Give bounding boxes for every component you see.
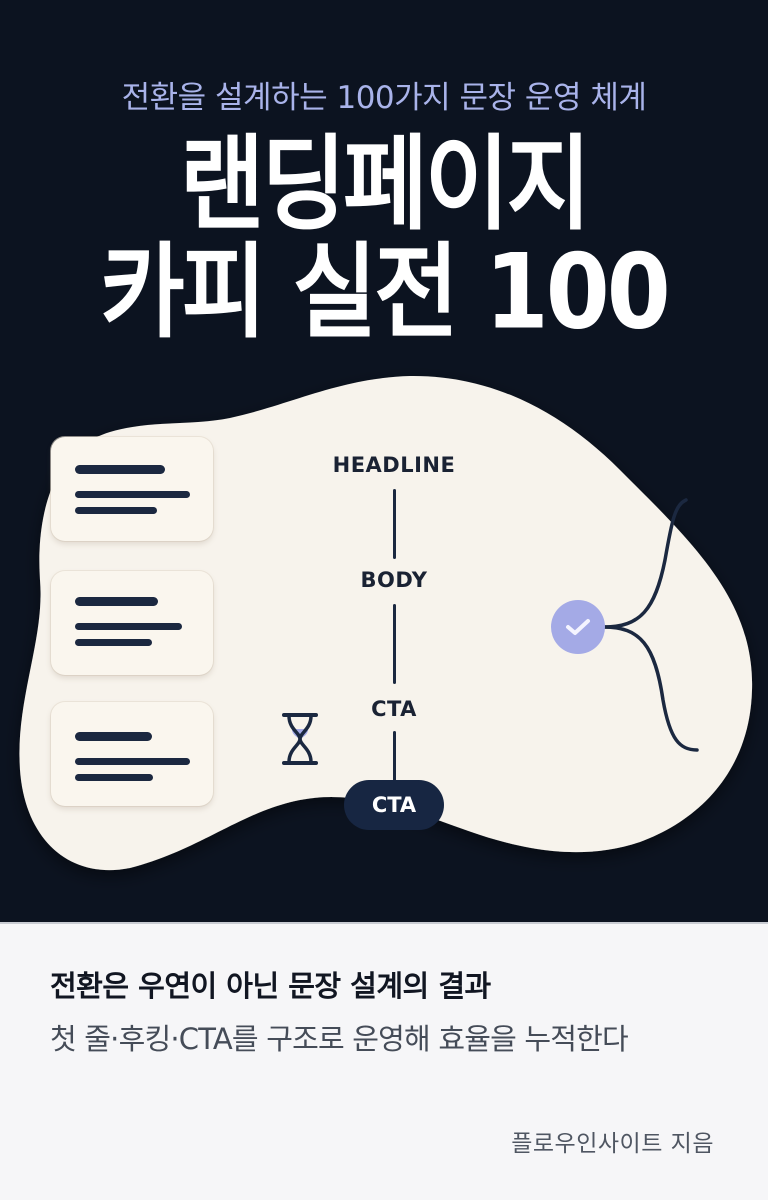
copy-card-1: [51, 437, 213, 541]
author-credit: 플로우인사이트 지음: [511, 1131, 714, 1157]
check-circle-icon: [551, 600, 605, 654]
card-text-line: [75, 597, 158, 606]
card-text-line: [75, 623, 182, 630]
card-text-line: [75, 758, 190, 765]
card-text-line: [75, 507, 157, 514]
cta-pill-label: CTA: [371, 793, 417, 817]
card-text-line: [75, 774, 153, 781]
cover-bottom-panel: [0, 922, 768, 1200]
flow-connector: [393, 604, 396, 684]
cover-title-line1: 랜딩페이지: [179, 124, 591, 245]
card-text-line: [75, 465, 165, 474]
flow-label-headline: HEADLINE: [332, 453, 456, 477]
cover-title-line2: 카피 실전 100: [100, 232, 671, 353]
checkmark-icon: [566, 619, 590, 635]
footer-description: 첫 줄·후킹·CTA를 구조로 운영해 효율을 누적한다: [50, 1022, 629, 1056]
flow-connector: [393, 489, 396, 559]
copy-card-3: [51, 702, 213, 806]
cta-pill: CTA: [344, 780, 444, 830]
hourglass-icon: [282, 713, 318, 765]
copy-card-2: [51, 571, 213, 675]
card-text-line: [75, 639, 152, 646]
flow-connector: [393, 731, 396, 781]
card-text-line: [75, 732, 152, 741]
flow-label-cta: CTA: [371, 697, 417, 721]
cover-subtitle: 전환을 설계하는 100가지 문장 운영 체계: [121, 80, 647, 116]
card-text-line: [75, 491, 190, 498]
footer-tagline: 전환은 우연이 아닌 문장 설계의 결과: [50, 969, 491, 1003]
flow-label-body: BODY: [360, 568, 428, 592]
